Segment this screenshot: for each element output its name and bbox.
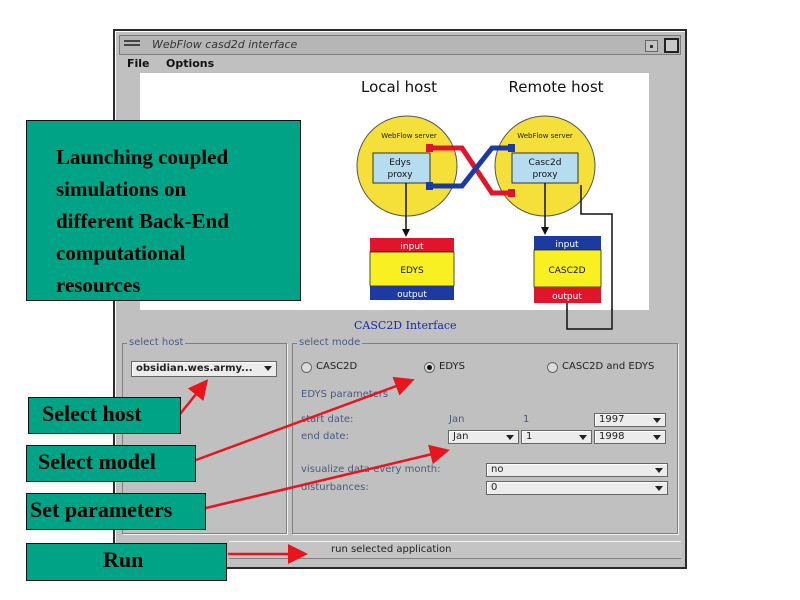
right-server-label: WebFlow server bbox=[517, 132, 573, 140]
chevron-down-icon bbox=[653, 435, 661, 440]
run-application-label: run selected application bbox=[331, 544, 452, 555]
chevron-down-icon bbox=[579, 435, 587, 440]
main-callout-line5: resources bbox=[56, 273, 141, 297]
main-callout-line2: simulations on bbox=[56, 177, 187, 201]
select-host-callout: Select host bbox=[28, 397, 181, 434]
disturbances-value: 0 bbox=[491, 482, 498, 493]
casc2d-proxy-line1: Casc2d bbox=[529, 158, 562, 168]
arrow-to-mode bbox=[195, 376, 415, 462]
edys-input-bar bbox=[370, 238, 454, 252]
select-model-callout: Select model bbox=[26, 445, 196, 482]
edys-parameters-label: EDYS parameters bbox=[301, 389, 389, 400]
main-callout-line4: computational bbox=[56, 241, 186, 265]
end-date-label: end date: bbox=[301, 431, 349, 442]
casc2d-output-bar bbox=[534, 287, 601, 303]
maximize-button[interactable] bbox=[664, 38, 679, 53]
host-dropdown[interactable]: obsidian.wes.army... bbox=[131, 361, 277, 377]
main-callout-line1: Launching coupled bbox=[56, 145, 229, 169]
menu-file[interactable]: File bbox=[127, 57, 150, 70]
casc2d-output-label: output bbox=[552, 292, 582, 302]
visualize-value: no bbox=[491, 464, 504, 475]
select-host-group: select host bbox=[122, 337, 287, 534]
end-day-value: 1 bbox=[526, 431, 533, 442]
red-port-right bbox=[508, 189, 515, 197]
radio-casc2d-and-edys-label[interactable]: CASC2D and EDYS bbox=[562, 361, 655, 372]
main-callout: Launching coupled simulations on differe… bbox=[26, 120, 301, 301]
edys-arrow-head bbox=[402, 229, 410, 237]
menu-options[interactable]: Options bbox=[166, 57, 215, 70]
minimize-button[interactable] bbox=[645, 40, 658, 52]
chevron-down-icon bbox=[655, 468, 663, 473]
title-bar[interactable]: WebFlow casd2d interface bbox=[119, 35, 681, 55]
edys-body bbox=[369, 251, 455, 287]
chevron-down-icon bbox=[655, 486, 663, 491]
casc2d-body bbox=[533, 249, 602, 288]
blue-port-right bbox=[508, 144, 515, 152]
radio-edys[interactable] bbox=[424, 362, 435, 373]
blue-connector bbox=[430, 145, 512, 189]
chevron-down-icon bbox=[506, 435, 514, 440]
edys-proxy-box bbox=[372, 152, 431, 184]
edys-proxy-line2: proxy bbox=[387, 170, 413, 180]
set-parameters-callout: Set parameters bbox=[26, 493, 206, 530]
select-mode-group: select mode bbox=[292, 337, 678, 534]
main-callout-line3: different Back-End bbox=[56, 209, 229, 233]
start-year-dropdown[interactable]: 1997 bbox=[594, 413, 666, 427]
disturbances-label: disturbances: bbox=[301, 482, 369, 493]
diagram-caption: CASC2D Interface bbox=[354, 319, 457, 332]
run-callout: Run bbox=[26, 543, 227, 581]
radio-casc2d-label[interactable]: CASC2D bbox=[316, 361, 358, 372]
arrow-to-host bbox=[179, 379, 209, 415]
end-day-dropdown[interactable]: 1 bbox=[521, 430, 592, 444]
window-menu-icon[interactable] bbox=[124, 40, 140, 50]
diagram-graphic: Local host Remote host WebFlow server Ed… bbox=[356, 78, 613, 310]
left-server-label: WebFlow server bbox=[381, 132, 437, 140]
end-year-value: 1998 bbox=[599, 431, 625, 442]
local-host-title: Local host bbox=[361, 78, 437, 96]
host-dropdown-value: obsidian.wes.army... bbox=[136, 363, 253, 374]
blue-port-left bbox=[426, 182, 433, 190]
edys-name: EDYS bbox=[400, 266, 424, 276]
run-application-button[interactable]: run selected application bbox=[229, 541, 681, 559]
edys-output-label: output bbox=[397, 290, 427, 300]
edys-input-label: input bbox=[400, 242, 424, 252]
select-host-label: select host bbox=[127, 337, 186, 348]
end-month-dropdown[interactable]: Jan bbox=[448, 430, 519, 444]
edys-proxy-line1: Edys bbox=[389, 158, 411, 168]
radio-edys-label[interactable]: EDYS bbox=[439, 361, 465, 372]
run-callout-text: Run bbox=[103, 547, 144, 572]
remote-host-title: Remote host bbox=[508, 78, 603, 96]
loop-line-bottom bbox=[566, 309, 613, 330]
casc2d-proxy-line2: proxy bbox=[532, 170, 558, 180]
radio-casc2d[interactable] bbox=[301, 362, 312, 373]
casc2d-input-bar bbox=[534, 236, 601, 250]
visualize-dropdown[interactable]: no bbox=[486, 463, 668, 477]
end-month-value: Jan bbox=[453, 431, 469, 442]
select-mode-label: select mode bbox=[297, 337, 363, 348]
window-title: WebFlow casd2d interface bbox=[152, 38, 298, 51]
start-day-value: 1 bbox=[523, 414, 530, 425]
select-model-callout-text: Select model bbox=[38, 449, 156, 474]
end-year-dropdown[interactable]: 1998 bbox=[594, 430, 666, 444]
casc2d-proxy-box bbox=[511, 152, 579, 184]
start-year-value: 1997 bbox=[599, 414, 625, 425]
disturbances-dropdown[interactable]: 0 bbox=[486, 481, 668, 495]
loop-line-top bbox=[580, 185, 613, 310]
arrow-to-parameters bbox=[205, 444, 450, 510]
start-month-value: Jan bbox=[449, 414, 465, 425]
casc2d-input-label: input bbox=[555, 240, 579, 250]
edys-output-bar bbox=[370, 286, 454, 300]
menu-bar: File Options bbox=[119, 57, 681, 73]
casc2d-name: CASC2D bbox=[548, 266, 585, 276]
casc2d-arrow-head bbox=[541, 227, 549, 235]
start-date-label: start date: bbox=[301, 414, 354, 425]
radio-casc2d-and-edys[interactable] bbox=[547, 362, 558, 373]
select-host-callout-text: Select host bbox=[42, 401, 142, 426]
set-parameters-callout-text: Set parameters bbox=[30, 497, 173, 522]
chevron-down-icon bbox=[653, 418, 661, 423]
chevron-down-icon bbox=[264, 366, 272, 371]
red-port-left bbox=[426, 144, 433, 152]
